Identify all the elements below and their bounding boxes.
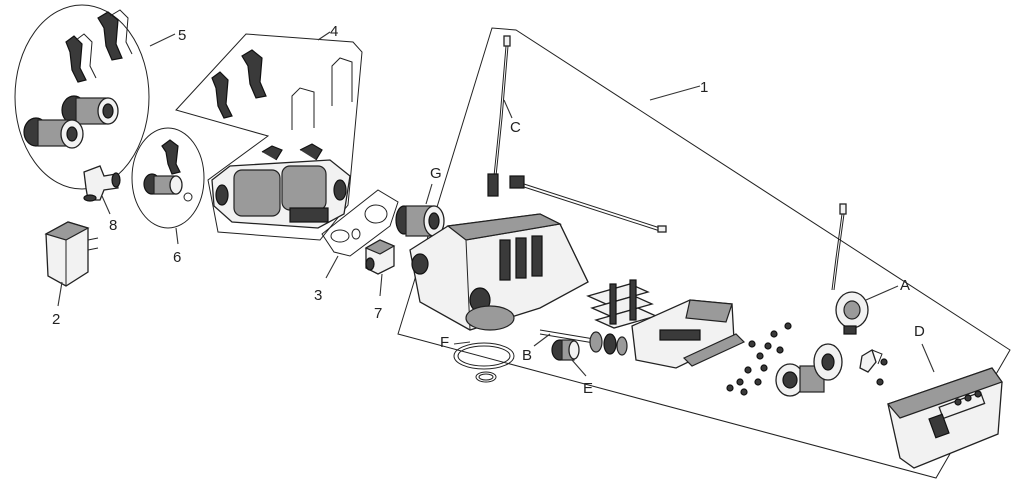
part-cable-connector (509, 175, 667, 233)
part-7-elbow-nut (364, 239, 396, 275)
part-5-connector-top (61, 95, 119, 125)
part-b-piston (539, 329, 628, 356)
part-3-gasket-kit (321, 189, 399, 257)
leader-c (503, 99, 513, 119)
leader-b (533, 333, 551, 347)
part-6-o-ring (183, 192, 193, 202)
part-screws (726, 322, 888, 396)
label-6: 6 (173, 249, 181, 266)
part-3-outline (321, 189, 399, 257)
part-6-outline (131, 127, 205, 229)
part-5-clip-left (65, 33, 97, 83)
leader-e (571, 359, 587, 377)
part-drive-gear-assembly (775, 343, 843, 397)
part-6-clip (161, 139, 181, 175)
part-1-outline (397, 27, 1011, 479)
part-4-clip-b (241, 49, 267, 99)
label-8: 8 (109, 217, 117, 234)
label-2: 2 (52, 311, 60, 328)
part-spacer-plates (586, 279, 658, 329)
part-4-ubolt-a (291, 87, 315, 130)
label-5: 5 (178, 27, 186, 44)
part-bracket-clips (859, 349, 883, 373)
part-5-group (14, 4, 150, 190)
leader-1 (649, 85, 701, 101)
label-b: B (522, 347, 532, 364)
part-4-outline (175, 33, 363, 241)
leader-3 (325, 255, 339, 279)
leader-d (921, 343, 935, 373)
part-5-clip-right (97, 9, 133, 61)
label-3: 3 (314, 287, 322, 304)
label-e: E (583, 380, 593, 397)
part-4-clip-a (211, 71, 233, 119)
part-8-elbow-fitting (83, 165, 121, 202)
leader-f (453, 341, 471, 345)
label-d: D (914, 323, 925, 340)
leader-5 (149, 33, 176, 47)
leader-7 (379, 273, 383, 297)
part-2-power-adapter (44, 221, 99, 287)
label-c: C (510, 119, 521, 136)
label-f: F (440, 334, 449, 351)
label-a: A (900, 277, 910, 294)
part-4-bypass-valve (211, 143, 351, 229)
label-4: 4 (330, 23, 338, 40)
part-6-group (131, 127, 205, 229)
leader-6 (175, 227, 179, 245)
part-drive-bracket (631, 299, 746, 369)
part-a-motor (831, 203, 869, 335)
leader-8 (101, 195, 111, 215)
label-1: 1 (700, 79, 708, 96)
part-c-sensor-wire (487, 35, 511, 197)
part-5-outline (14, 4, 150, 190)
part-d-front-cover (886, 367, 1003, 469)
leader-g (425, 183, 433, 205)
label-7: 7 (374, 305, 382, 322)
label-g: G (430, 165, 442, 182)
part-f-o-rings (453, 342, 515, 383)
leader-a (865, 285, 899, 301)
leader-4 (317, 31, 331, 41)
part-e-seal (551, 339, 580, 361)
part-g-adapter (395, 205, 445, 237)
leader-2 (57, 281, 63, 307)
part-5-connector-bottom (23, 117, 84, 149)
part-valve-body (409, 213, 589, 331)
part-4-ubolt-b (331, 57, 353, 106)
part-4-group (175, 33, 363, 241)
